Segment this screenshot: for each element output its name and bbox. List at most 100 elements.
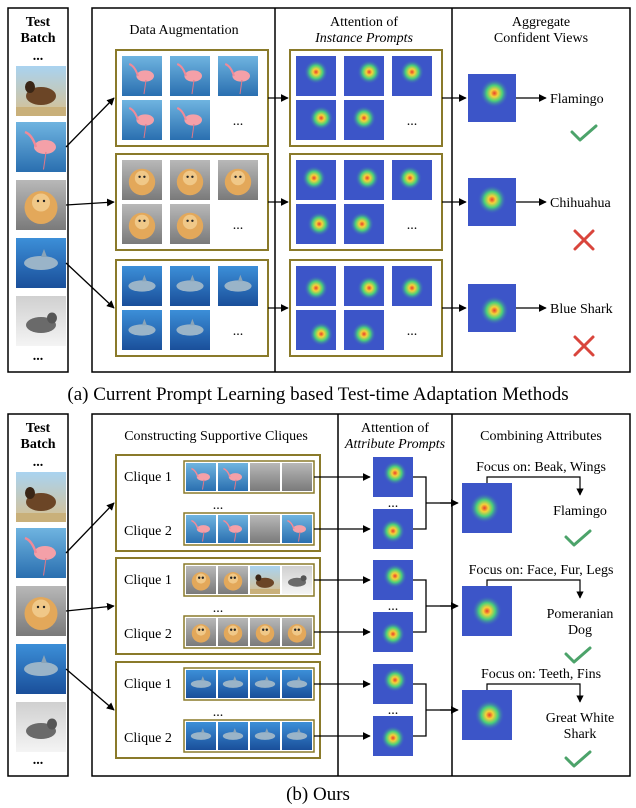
focus-arrow [486,579,584,599]
test-image-b-wolf [16,702,66,752]
test-batch-title-b-1: Test [26,421,51,436]
row-b-2: Clique 1...Clique 2...Focus on: Face, Fu… [65,557,614,664]
attention-map [296,160,336,200]
augmented-view [170,310,210,350]
col-title-attention-2: Instance Prompts [314,31,413,46]
aggregated-view [468,284,516,332]
input-arrow [65,262,115,309]
attention-map [392,266,432,306]
augmented-view [218,56,258,96]
focus-text: Focus on: Beak, Wings [476,460,606,475]
clique-2-image [250,618,280,646]
clique-1-image [250,463,280,491]
test-image-b-shark [16,644,66,694]
col-title-aggregate-1: Aggregate [512,15,570,30]
input-arrow [65,97,115,148]
prediction-label-b: Pomeranian [547,607,614,622]
panel-a: Test Batch ... ... Data Augmentation Att… [7,7,631,373]
clique-1-image [250,670,280,698]
clique-2-image [250,722,280,750]
clique-1-image [282,566,312,594]
col-title-cliques: Constructing Supportive Cliques [124,429,308,444]
clique-2-image [186,722,216,750]
augmented-view [122,310,162,350]
clique-2-image [282,515,312,543]
test-image-flamingo [16,122,66,172]
col-title-combining: Combining Attributes [480,429,602,444]
panel-b: Test Batch ... ... Constructing Supporti… [7,413,631,777]
test-image-b-german-shepherd [16,472,66,522]
test-image-wolf [16,296,66,346]
attention-map [296,204,336,244]
attention-ellipsis: ... [407,114,418,129]
test-image-german-shepherd [16,66,66,116]
augmented-view [122,160,162,200]
augmented-view [218,266,258,306]
row-a-2: ......Chihuahua [65,153,611,251]
bottom-dots-b: ... [33,753,44,768]
method-frame-b [91,413,631,777]
clique-1-label: Clique 1 [124,677,172,692]
cross-icon [573,335,595,357]
augmented-view [170,160,210,200]
augment-ellipsis: ... [233,114,244,129]
clique-1-image [186,463,216,491]
caption-a: (a) Current Prompt Learning based Test-t… [67,384,568,405]
prediction-label: Flamingo [550,92,604,107]
check-icon-b [564,750,592,768]
caption-b: (b) Ours [286,784,350,805]
clique-1-image [218,670,248,698]
check-icon [570,124,598,142]
clique-2-image [186,618,216,646]
attention-map [392,56,432,96]
row-b-1: Clique 1...Clique 2...Focus on: Beak, Wi… [65,454,607,554]
input-arrow [65,198,115,207]
prediction-label-b: Dog [568,623,592,638]
clique-1-image [282,670,312,698]
clique-1-label: Clique 1 [124,573,172,588]
clique-1-image [282,463,312,491]
focus-arrow [486,683,584,703]
clique-ellipsis: ... [213,601,224,616]
clique-1-image [218,566,248,594]
augmented-view [122,266,162,306]
clique-box [115,661,321,759]
col-title-aggregate-2: Confident Views [494,31,588,46]
augment-ellipsis: ... [233,218,244,233]
bottom-dots: ... [33,349,44,364]
attribute-attention-1 [373,560,413,600]
attribute-attention-1 [373,457,413,497]
attention-map [344,266,384,306]
clique-box [115,454,321,552]
check-icon-b [564,529,592,547]
attention-map [296,56,336,96]
attention-map [344,160,384,200]
attention-map [344,100,384,140]
attribute-attention-1 [373,664,413,704]
prediction-label: Chihuahua [550,196,611,211]
test-batch-column-b [7,413,69,777]
clique-1-image [250,566,280,594]
row-a-3: ......Blue Shark [65,259,613,357]
prediction-label-b: Shark [564,727,597,742]
cross-icon [573,229,595,251]
col-title-augmentation: Data Augmentation [129,23,238,38]
attention-map [392,160,432,200]
prediction-label-b: Flamingo [553,504,607,519]
clique-1-image [218,463,248,491]
attention-map [296,310,336,350]
col-title-attention-1: Attention of [330,15,398,30]
focus-text: Focus on: Teeth, Fins [481,667,601,682]
clique-1-image [186,566,216,594]
row-b-3: Clique 1...Clique 2...Focus on: Teeth, F… [65,661,614,768]
augmented-view [170,266,210,306]
attribute-attention-2 [373,716,413,756]
combined-attention [462,690,512,740]
attribute-attention-2 [373,612,413,652]
input-arrow-b [65,602,115,612]
row-a-1: ...... Flamingo [65,49,604,148]
attribute-ellipsis: ... [388,599,399,614]
clique-ellipsis: ... [213,705,224,720]
combined-attention [462,483,512,533]
